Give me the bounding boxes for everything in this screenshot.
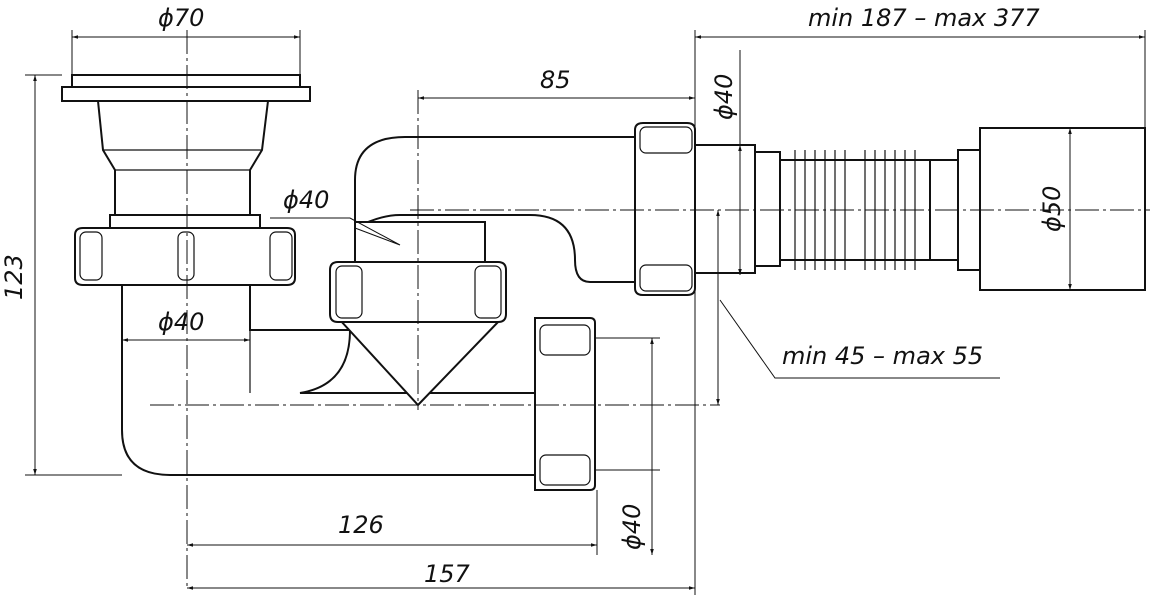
dim-outlet-height-range: min 45 – max 55 xyxy=(782,342,983,370)
dim-lower-outlet-diameter: ϕ40 xyxy=(618,504,646,550)
dim-outlet-length: min 187 – max 377 xyxy=(808,4,1040,32)
flexible-hose xyxy=(694,127,1146,291)
centerlines xyxy=(150,30,1150,590)
dim-trap-inlet-diameter: ϕ40 xyxy=(283,186,329,214)
strainer xyxy=(61,74,311,286)
dim-flex-end-diameter: ϕ50 xyxy=(1038,186,1066,232)
dim-length-total: 157 xyxy=(424,560,471,588)
lower-pipe xyxy=(121,284,596,491)
dim-length-lower: 126 xyxy=(338,511,384,539)
dim-upper-outlet-diameter: ϕ40 xyxy=(710,74,738,120)
trap xyxy=(329,221,507,407)
dim-riser-diameter: ϕ40 xyxy=(158,308,204,336)
dim-strainer-diameter: ϕ70 xyxy=(158,4,204,32)
dim-height: 123 xyxy=(0,254,28,300)
dimension-lines xyxy=(25,30,1146,595)
dim-horizontal-offset: 85 xyxy=(540,66,571,94)
